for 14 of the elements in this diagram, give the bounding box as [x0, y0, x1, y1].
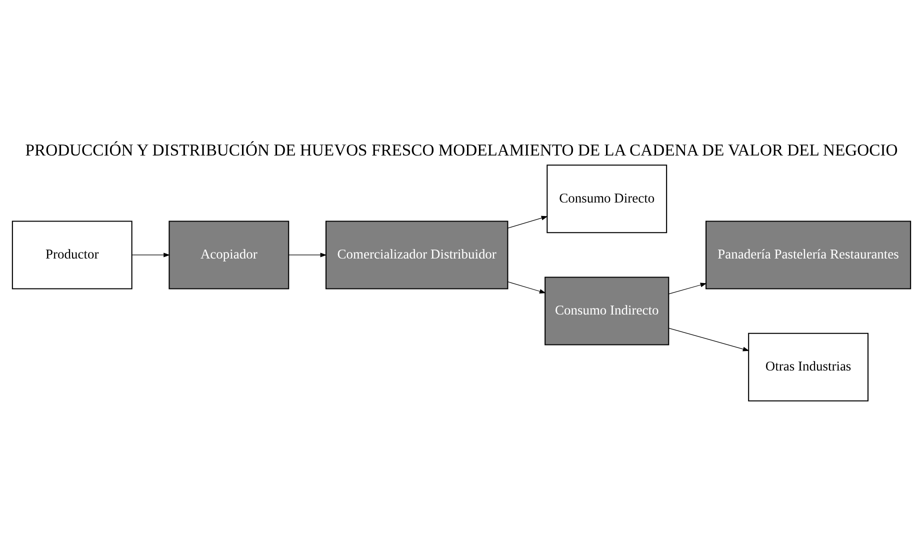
arrow — [668, 282, 707, 294]
node-box: Otras Industrias — [748, 332, 869, 402]
node-box: Productor — [12, 220, 132, 290]
arrow — [132, 252, 170, 258]
node-box: Consumo Directo — [546, 164, 668, 234]
node-box: Acopiador — [168, 220, 290, 290]
arrow — [668, 328, 750, 352]
arrow — [288, 252, 327, 258]
arrow — [507, 281, 546, 294]
node-box: Consumo Indirecto — [544, 276, 670, 346]
node-box: Panadería Pastelería Restaurantes — [706, 220, 912, 290]
diagram-title: PRODUCCIÓN Y DISTRIBUCIÓN DE HUEVOS FRESCO MODELAMIENTO DE LA CADENA DE VALOR DEL NEGOCIO — [25, 140, 898, 160]
node-box: Comercializador Distribuidor — [325, 220, 508, 290]
arrow — [507, 216, 548, 228]
